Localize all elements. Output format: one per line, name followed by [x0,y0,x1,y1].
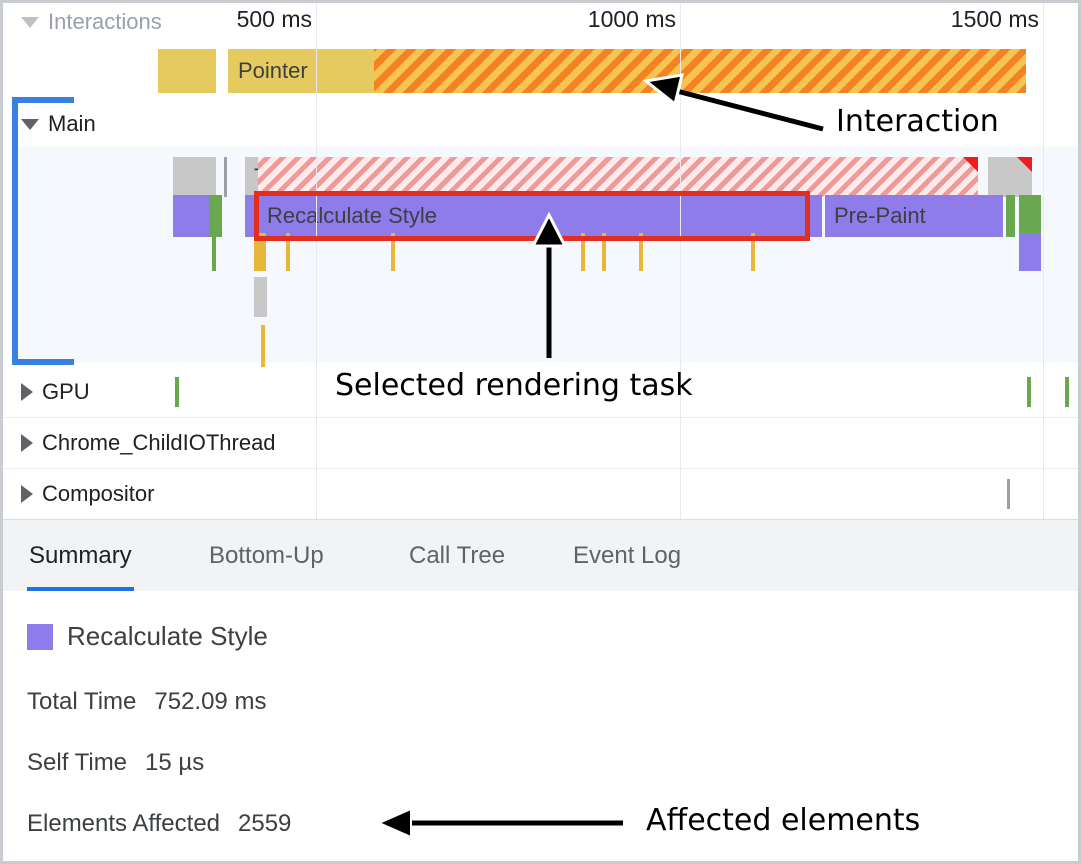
tab-label: Bottom-Up [209,541,324,569]
flame-bar[interactable] [173,157,216,197]
thread-event-mark[interactable] [1065,377,1069,407]
flame-bar[interactable] [224,157,227,197]
interaction-long-hatched[interactable] [374,49,1026,93]
flame-bar[interactable] [173,195,209,237]
recalculate-style-row: Recalculate Style Pre-Paint [17,191,1078,241]
track-label-compositor: Compositor [42,481,155,506]
flame-bar-label: Recalculate Style [267,203,437,228]
track-header-chrome-childiothread[interactable]: Chrome_ChildIOThread [21,430,276,456]
sub-row-3 [17,325,1078,367]
thread-row[interactable]: Compositor [3,469,1078,520]
interaction-idle-block[interactable] [158,49,216,93]
summary-row-value: 2559 [238,810,292,837]
track-selection-bracket-bottom [12,359,74,365]
annotation-label-affected-elements: Affected elements [646,803,921,838]
flame-bar[interactable] [391,233,395,271]
timeline-ruler: 500 ms 1000 ms 1500 ms [3,3,1078,39]
flame-bar[interactable] [602,233,606,271]
sub-row-1 [17,233,1078,271]
thread-event-mark[interactable] [175,377,179,407]
track-label-chrome-childiothread: Chrome_ChildIOThread [42,430,276,455]
flame-bar[interactable] [245,195,254,237]
chevron-down-icon [21,118,39,130]
chevron-down-icon [21,16,39,28]
track-header-gpu[interactable]: GPU [21,379,90,405]
ruler-tick-label: 500 ms [236,6,312,32]
flame-bar-pre-paint[interactable]: Pre-Paint [825,195,1003,237]
tab-event-log[interactable]: Event Log [571,520,683,591]
flame-bar[interactable] [258,157,978,197]
interactions-track: Interactions Pointer [3,3,1078,97]
track-label-main: Main [48,111,96,136]
task-row: Task [17,157,1078,197]
thread-row[interactable]: Chrome_ChildIOThread [3,418,1078,469]
summary-event-title: Recalculate Style [27,621,1078,652]
summary-row-label: Self Time [27,749,128,776]
flame-bar[interactable] [581,233,585,271]
details-tabbar: Summary Bottom-Up Call Tree Event Log [3,519,1078,591]
track-selection-bracket-top [12,97,74,103]
flame-bar[interactable] [988,157,1032,197]
flame-bar[interactable] [286,233,290,271]
flame-bar[interactable] [254,233,266,271]
flame-bar[interactable] [1019,233,1041,271]
summary-row-label: Total Time [27,688,137,715]
flame-bar[interactable] [212,233,216,271]
summary-row: Elements Affected 2559 [27,810,1078,838]
summary-row-value: 752.09 ms [154,688,267,715]
summary-row: Total Time 752.09 ms [27,688,1078,716]
gridline [680,3,681,519]
interaction-bar-label: Pointer [238,58,308,83]
tab-label: Summary [29,541,132,569]
tab-label: Call Tree [409,541,506,569]
summary-rows: Total Time 752.09 ms Self Time 15 µs Element… [27,688,1078,838]
annotation-label-selected-task: Selected rendering task [335,368,693,403]
track-header-compositor[interactable]: Compositor [21,481,154,507]
interaction-pointer[interactable]: Pointer [228,49,374,93]
track-label-interactions: Interactions [48,9,162,34]
main-flame-chart[interactable]: TaskRecalculate Style Pre-Paint [17,147,1078,367]
thread-event-mark[interactable] [1007,479,1010,509]
chevron-right-icon [21,383,33,401]
flame-bar[interactable] [254,277,267,317]
summary-row-label: Elements Affected [27,810,221,837]
gridline [1043,3,1044,519]
event-color-swatch [27,623,53,650]
chevron-right-icon [21,485,33,503]
flame-bar[interactable] [639,233,643,271]
flame-bar[interactable] [1006,195,1015,237]
flame-bar-recalculate-style[interactable]: Recalculate Style [258,195,806,237]
track-header-main[interactable]: Main [21,111,96,137]
flame-bar[interactable] [808,195,822,237]
ruler-tick-label: 1000 ms [587,6,676,32]
gridline [316,3,317,519]
tab-summary[interactable]: Summary [27,520,134,591]
summary-panel: Recalculate Style Total Time 752.09 ms Sel… [3,591,1078,861]
interactions-bar-row: Pointer [3,49,1078,93]
long-task-warning-icon [1017,157,1032,172]
summary-event-name: Recalculate Style [67,621,268,651]
flame-bar-label: Pre-Paint [834,203,926,228]
summary-row: Self Time 15 µs [27,749,1078,777]
flame-bar[interactable] [209,195,222,237]
summary-row-value: 15 µs [145,749,205,776]
tab-bottom-up[interactable]: Bottom-Up [207,520,326,591]
sub-row-2 [17,277,1078,317]
ruler-tick-label: 1500 ms [950,6,1039,32]
flame-bar[interactable] [1019,195,1041,237]
annotation-label-interaction: Interaction [836,104,999,139]
chevron-right-icon [21,434,33,452]
track-label-gpu: GPU [42,379,90,404]
track-selection-bracket-left [12,97,18,365]
thread-event-mark[interactable] [1027,377,1031,407]
tab-call-tree[interactable]: Call Tree [407,520,507,591]
long-task-warning-icon [963,157,978,172]
flame-bar[interactable] [751,233,755,271]
track-header-interactions[interactable]: Interactions [21,9,162,35]
tab-label: Event Log [573,541,682,569]
flame-bar[interactable] [261,325,265,367]
